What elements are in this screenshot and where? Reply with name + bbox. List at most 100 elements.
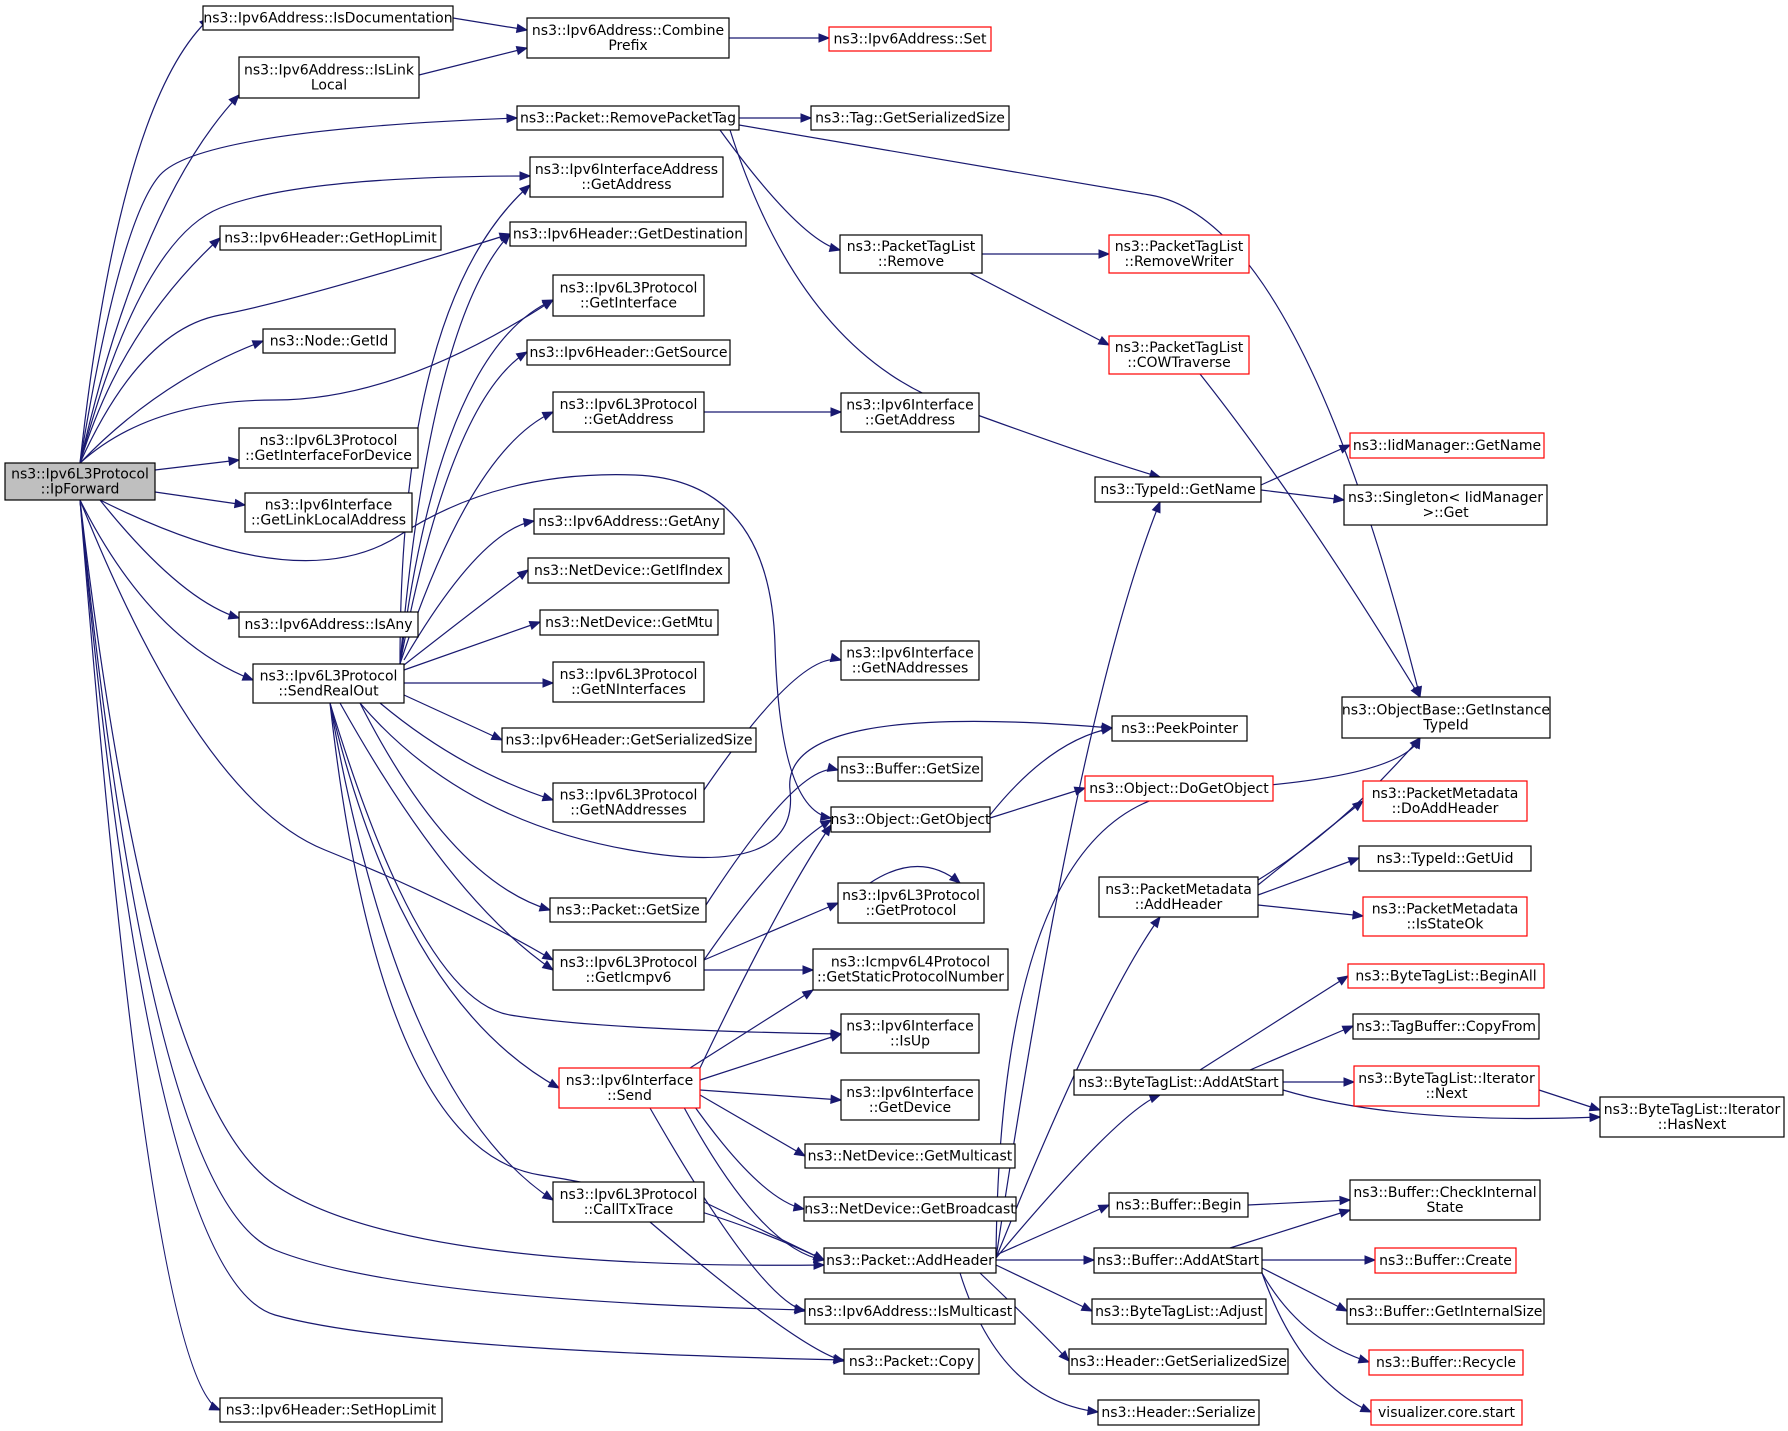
node-label-line: ns3::Header::Serialize bbox=[1101, 1405, 1255, 1421]
node-pktcopy[interactable]: ns3::Packet::Copy bbox=[843, 1348, 980, 1375]
node-hdrserialize[interactable]: ns3::Header::Serialize bbox=[1097, 1399, 1260, 1426]
node-getprotocol[interactable]: ns3::Ipv6L3Protocol::GetProtocol bbox=[837, 882, 985, 924]
node-isany[interactable]: ns3::Ipv6Address::IsAny bbox=[238, 611, 419, 638]
node-getifdev[interactable]: ns3::Ipv6L3Protocol::GetInterfaceForDevi… bbox=[238, 427, 419, 469]
node-getlinklocal[interactable]: ns3::Ipv6Interface::GetLinkLocalAddress bbox=[244, 492, 413, 533]
node-getsource[interactable]: ns3::Ipv6Header::GetSource bbox=[526, 339, 731, 366]
node-ptlremove[interactable]: ns3::PacketTagList::Remove bbox=[839, 234, 983, 274]
node-pktaddheader[interactable]: ns3::Packet::AddHeader bbox=[823, 1247, 997, 1274]
node-sendrealout[interactable]: ns3::Ipv6L3Protocol::SendRealOut bbox=[252, 663, 405, 704]
node-geticmpv6[interactable]: ns3::Ipv6L3Protocol::GetIcmpv6 bbox=[552, 949, 705, 991]
node-singleton[interactable]: ns3::Singleton< IidManager>::Get bbox=[1343, 484, 1548, 526]
node-ipforward[interactable]: ns3::Ipv6L3Protocol::IpForward bbox=[4, 462, 156, 501]
node-getninterfaces[interactable]: ns3::Ipv6L3Protocol::GetNInterfaces bbox=[552, 661, 705, 703]
node-getmulticast[interactable]: ns3::NetDevice::GetMulticast bbox=[804, 1143, 1016, 1169]
node-getuid[interactable]: ns3::TypeId::GetUid bbox=[1358, 845, 1532, 872]
node-iidgetname[interactable]: ns3::IidManager::GetName bbox=[1349, 432, 1545, 459]
node-bufinternalsize[interactable]: ns3::Buffer::GetInternalSize bbox=[1346, 1298, 1545, 1325]
node-bufrecycle[interactable]: ns3::Buffer::Recycle bbox=[1368, 1349, 1524, 1376]
edge-getobject-to-peekptr bbox=[989, 725, 1114, 816]
node-getbroadcast[interactable]: ns3::NetDevice::GetBroadcast bbox=[803, 1196, 1017, 1222]
node-getiface[interactable]: ns3::Ipv6L3Protocol::GetInterface bbox=[552, 274, 705, 317]
node-removetag[interactable]: ns3::Packet::RemovePacketTag bbox=[516, 105, 740, 131]
node-hdrgetsersize[interactable]: ns3::Header::GetSerializedSize bbox=[1068, 1348, 1289, 1375]
node-ismulticast[interactable]: ns3::Ipv6Address::IsMulticast bbox=[804, 1298, 1016, 1325]
node-getdevice[interactable]: ns3::Ipv6Interface::GetDevice bbox=[840, 1079, 980, 1121]
node-ifsend[interactable]: ns3::Ipv6Interface::Send bbox=[558, 1067, 701, 1109]
node-isdoc[interactable]: ns3::Ipv6Address::IsDocumentation bbox=[202, 5, 454, 31]
node-l3getnaddr[interactable]: ns3::Ipv6L3Protocol::GetNAddresses bbox=[552, 782, 705, 823]
node-beginall[interactable]: ns3::ByteTagList::BeginAll bbox=[1347, 963, 1545, 989]
edge-ptlremove-to-ptlremovewriter bbox=[982, 249, 1111, 259]
edge-getprotocol-to-getprotocol bbox=[869, 866, 962, 884]
node-pmaddheader[interactable]: ns3::PacketMetadata::AddHeader bbox=[1098, 876, 1259, 918]
node-ifindex[interactable]: ns3::NetDevice::GetIfIndex bbox=[527, 557, 730, 584]
node-hdrsersize[interactable]: ns3::Ipv6Header::GetSerializedSize bbox=[501, 727, 757, 753]
node-label-line: ns3::PacketMetadata bbox=[1372, 786, 1519, 802]
edge-ipforward-to-sendrealout bbox=[79, 499, 255, 681]
node-btladjust[interactable]: ns3::ByteTagList::Adjust bbox=[1091, 1298, 1267, 1325]
edge-ifsend-to-pktaddheader bbox=[679, 1099, 826, 1264]
node-addrset[interactable]: ns3::Ipv6Address::Set bbox=[828, 26, 992, 52]
node-box bbox=[1108, 335, 1250, 375]
node-sethop[interactable]: ns3::Ipv6Header::SetHopLimit bbox=[219, 1397, 443, 1423]
node-ifgetaddr[interactable]: ns3::Ipv6Interface::GetAddress bbox=[840, 392, 980, 433]
node-getdest[interactable]: ns3::Ipv6Header::GetDestination bbox=[509, 221, 747, 247]
node-label-line: ns3::PacketTagList bbox=[1115, 340, 1244, 356]
node-label-line: ::GetStaticProtocolNumber bbox=[817, 970, 1004, 986]
edge-isdoc-to-combine bbox=[452, 17, 529, 33]
node-label-line: ns3::Ipv6Address::IsLink bbox=[244, 63, 415, 79]
node-isup[interactable]: ns3::Ipv6Interface::IsUp bbox=[840, 1013, 980, 1054]
node-label-line: ns3::TypeId::GetName bbox=[1100, 482, 1255, 498]
node-box bbox=[1599, 1096, 1785, 1138]
node-bufaddatstart[interactable]: ns3::Buffer::AddAtStart bbox=[1093, 1247, 1263, 1274]
node-box bbox=[840, 640, 980, 681]
node-ifgetnaddr[interactable]: ns3::Ipv6Interface::GetNAddresses bbox=[840, 640, 980, 681]
edge-calltxtrace-to-pktcopy bbox=[649, 1221, 846, 1364]
node-bufbegin[interactable]: ns3::Buffer::Begin bbox=[1108, 1192, 1249, 1218]
node-pktgetsize[interactable]: ns3::Packet::GetSize bbox=[549, 897, 707, 923]
node-staticproto[interactable]: ns3::Icmpv6L4Protocol::GetStaticProtocol… bbox=[812, 948, 1009, 991]
node-label-line: ns3::Ipv6L3Protocol bbox=[560, 667, 698, 683]
edge-ipforward-to-ifaddrget bbox=[79, 171, 532, 464]
node-bufcreate[interactable]: ns3::Buffer::Create bbox=[1374, 1247, 1517, 1274]
node-getmtu[interactable]: ns3::NetDevice::GetMtu bbox=[539, 609, 719, 636]
node-label-line: ::GetNInterfaces bbox=[571, 682, 686, 698]
node-box bbox=[552, 391, 705, 433]
node-copyfrom[interactable]: ns3::TagBuffer::CopyFrom bbox=[1352, 1013, 1540, 1040]
node-bufsize[interactable]: ns3::Buffer::GetSize bbox=[837, 756, 983, 782]
node-typeidname[interactable]: ns3::TypeId::GetName bbox=[1094, 476, 1262, 503]
node-box bbox=[526, 339, 731, 366]
edge-addatstart-to-beginall bbox=[1199, 975, 1350, 1071]
node-box bbox=[219, 1397, 443, 1423]
node-label-line: ::IsStateOk bbox=[1406, 917, 1484, 933]
node-gethop[interactable]: ns3::Ipv6Header::GetHopLimit bbox=[219, 225, 442, 251]
node-dogetobject[interactable]: ns3::Object::DoGetObject bbox=[1084, 775, 1274, 802]
node-cowtraverse[interactable]: ns3::PacketTagList::COWTraverse bbox=[1108, 335, 1250, 375]
node-pmdoaddheader[interactable]: ns3::PacketMetadata::DoAddHeader bbox=[1362, 780, 1528, 822]
node-pmisstateok[interactable]: ns3::PacketMetadata::IsStateOk bbox=[1362, 896, 1528, 937]
node-addatstart[interactable]: ns3::ByteTagList::AddAtStart bbox=[1073, 1069, 1284, 1096]
node-box bbox=[1368, 1349, 1524, 1376]
node-label-line: ns3::ByteTagList::Adjust bbox=[1095, 1304, 1263, 1320]
edge-ifsend-to-ismulticast bbox=[649, 1107, 807, 1314]
node-ptlremovewriter[interactable]: ns3::PacketTagList::RemoveWriter bbox=[1108, 234, 1250, 274]
node-ifaddrget[interactable]: ns3::Ipv6InterfaceAddress::GetAddress bbox=[529, 156, 724, 198]
node-getany[interactable]: ns3::Ipv6Address::GetAny bbox=[533, 508, 725, 535]
node-label-line: ns3::Ipv6L3Protocol bbox=[260, 669, 398, 685]
node-hasnext[interactable]: ns3::ByteTagList::Iterator::HasNext bbox=[1599, 1096, 1785, 1138]
node-l3getaddr[interactable]: ns3::Ipv6L3Protocol::GetAddress bbox=[552, 391, 705, 433]
node-peekptr[interactable]: ns3::PeekPointer bbox=[1111, 715, 1248, 742]
node-vizstart[interactable]: visualizer.core.start bbox=[1370, 1399, 1523, 1426]
node-calltxtrace[interactable]: ns3::Ipv6L3Protocol::CallTxTrace bbox=[552, 1181, 705, 1223]
node-getobject[interactable]: ns3::Object::GetObject bbox=[830, 806, 991, 833]
node-tagsize[interactable]: ns3::Tag::GetSerializedSize bbox=[810, 105, 1010, 131]
node-iternext[interactable]: ns3::ByteTagList::Iterator::Next bbox=[1353, 1065, 1540, 1107]
node-box bbox=[840, 1013, 980, 1054]
node-nodeid[interactable]: ns3::Node::GetId bbox=[262, 328, 396, 354]
edge-pktaddheader-to-hdrserialize bbox=[959, 1272, 1100, 1416]
